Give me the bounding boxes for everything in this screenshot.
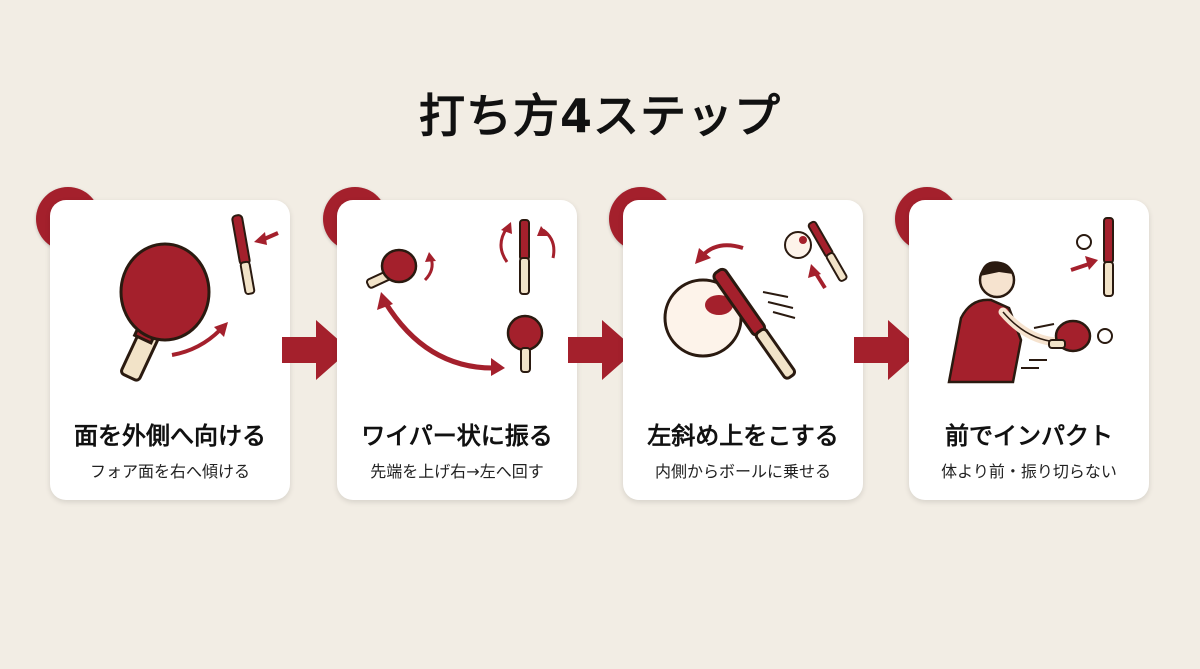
paddle-edge-icon (231, 214, 256, 295)
step-3-illustration (663, 220, 848, 380)
ball-icon (1097, 328, 1113, 344)
ball-icon (784, 231, 812, 259)
step-1-card: 面を外側へ向ける フォア面を右へ傾ける (50, 200, 290, 500)
step-3-subtext: 内側からボールに乗せる (654, 462, 831, 481)
player-icon (947, 261, 1062, 384)
step-3-card: 左斜め上をこする 内側からボールに乗せる (623, 200, 863, 500)
curved-arrow-icon (701, 243, 744, 257)
paddle-icon (365, 248, 418, 289)
page-title: 打ち方4ステップ (418, 89, 781, 143)
swing-arrow-icon (382, 300, 498, 371)
paddle-icon (506, 314, 544, 373)
step-4-illustration (947, 217, 1114, 384)
step-2-subtext: 先端を上げ右→左へ回す (370, 462, 544, 481)
paddle-icon (119, 242, 211, 382)
step-2-heading: ワイパー状に振る (361, 422, 553, 450)
step-4-heading: 前でインパクト (945, 422, 1113, 450)
step-1-illustration (119, 214, 279, 382)
arrow-icon (1070, 262, 1090, 272)
step-4-subtext: 体より前・振り切らない (941, 462, 1117, 481)
step-2-illustration (365, 219, 556, 376)
paddle-edge-icon (1103, 217, 1114, 297)
step-1-subtext: フォア面を右へ傾ける (89, 462, 250, 481)
step-2-card: ワイパー状に振る 先端を上げ右→左へ回す (337, 200, 577, 500)
step-1-heading: 面を外側へ向ける (74, 422, 266, 450)
step-3-heading: 左斜め上をこする (647, 422, 839, 450)
flow-arrow-icon (568, 320, 636, 380)
flow-arrow-icon (282, 320, 350, 380)
curved-arrow-icon (171, 328, 222, 357)
paddle-edge-icon (807, 220, 848, 282)
paddle-icon (1048, 319, 1092, 353)
paddle-edge-icon (712, 267, 797, 380)
flow-arrow-icon (854, 320, 922, 380)
ball-icon (1076, 234, 1092, 250)
step-4-card: 前でインパクト 体より前・振り切らない (909, 200, 1149, 500)
paddle-edge-icon (519, 219, 530, 295)
